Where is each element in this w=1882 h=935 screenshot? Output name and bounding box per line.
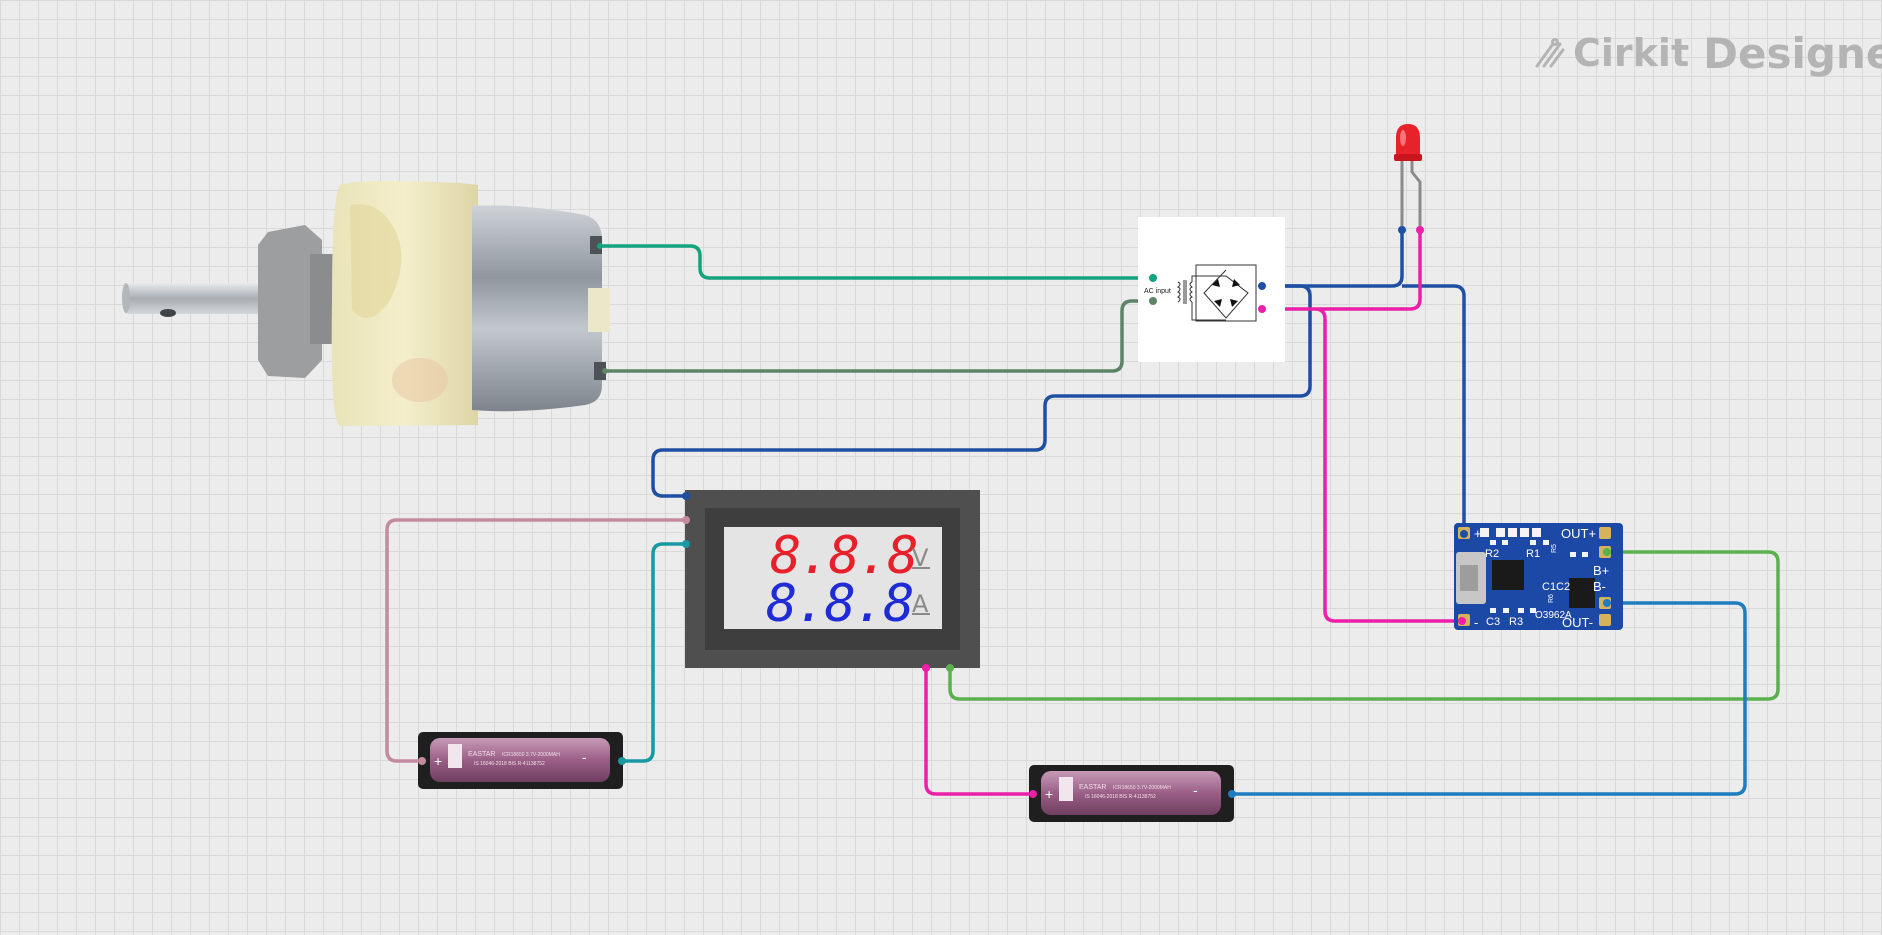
cirkit-logo-icon bbox=[1535, 38, 1565, 68]
charger-label-out-minus: OUT- bbox=[1562, 615, 1593, 630]
charger-in-minus-pin[interactable] bbox=[1458, 617, 1466, 625]
led-cathode-pin[interactable] bbox=[1398, 226, 1406, 234]
battery2-wrap-label bbox=[1059, 777, 1073, 801]
wire-rectifier-to-meter-navy[interactable] bbox=[651, 284, 1312, 498]
charger-label-r3: R3 bbox=[1509, 616, 1523, 628]
brand-suffix: Designer bbox=[1703, 28, 1882, 78]
meter-pin-pink[interactable] bbox=[682, 516, 690, 524]
led-anode-pin[interactable] bbox=[1416, 226, 1424, 234]
battery2-cell bbox=[1041, 771, 1221, 815]
rectifier-diodes bbox=[1212, 279, 1240, 307]
charger-label-ic: O3962A bbox=[1535, 610, 1572, 621]
charger-silkscreen: OUT+ B+ B- OUT- R2 R1 C1 C2 C3 R3 O3962A… bbox=[1474, 526, 1609, 630]
battery2-std: IS 16046-2018 BIS R-41138752 bbox=[1085, 794, 1156, 800]
battery2-minus-pin[interactable] bbox=[1228, 790, 1236, 798]
motor-shaft-end bbox=[122, 283, 130, 313]
rectifier-ac-pin-2[interactable] bbox=[1149, 297, 1157, 305]
wire-meter-to-charger-green[interactable] bbox=[948, 550, 1780, 701]
battery1-minus: - bbox=[582, 749, 587, 765]
battery1-cell bbox=[430, 738, 610, 782]
charger-label-c1: C1 bbox=[1542, 581, 1556, 593]
voltmeter-ammeter[interactable]: 8.8.8 V 8.8.8 A bbox=[682, 490, 980, 672]
meter-current-unit: A bbox=[912, 590, 929, 618]
meter-voltage-unit: V bbox=[912, 544, 929, 572]
tp4056-charger-module[interactable]: OUT+ B+ B- OUT- R2 R1 C1 C2 C3 R3 O3962A… bbox=[1454, 523, 1623, 630]
rectifier-dc-plus-pin[interactable] bbox=[1258, 282, 1266, 290]
motor-can bbox=[472, 205, 602, 412]
battery1-spec: ICR18650 3.7V-2000MAH bbox=[502, 752, 560, 758]
meter-voltage-digits: 8.8.8 bbox=[770, 526, 917, 586]
motor-terminal-top[interactable] bbox=[590, 236, 603, 254]
wire-rectifier-to-led-and-charger-navy[interactable] bbox=[1262, 230, 1466, 534]
battery1-plus-pin[interactable] bbox=[418, 757, 426, 765]
gearbox-stain-2 bbox=[392, 358, 448, 402]
red-led[interactable] bbox=[1394, 124, 1424, 234]
charger-label-b-plus: B+ bbox=[1593, 563, 1609, 578]
18650-battery-1[interactable]: + EASTAR ICR18650 3.7V-2000MAH IS 16046-… bbox=[418, 732, 626, 789]
led-highlight bbox=[1400, 130, 1406, 146]
battery2-plus-pin[interactable] bbox=[1029, 790, 1037, 798]
charger-b-plus-pin[interactable] bbox=[1603, 548, 1611, 556]
wire-meter-to-battery2-magenta[interactable] bbox=[924, 668, 1033, 796]
wire-rectifier-to-led-and-charger-magenta[interactable] bbox=[1262, 230, 1462, 623]
motor-shaft-hole bbox=[160, 309, 176, 317]
wire-motor-to-rectifier-top[interactable] bbox=[600, 244, 1153, 280]
charger-ic-1 bbox=[1492, 560, 1524, 590]
18650-battery-2[interactable]: + EASTAR ICR18650 3.7V-2000MAH IS 16046-… bbox=[1029, 765, 1236, 822]
charger-label-r5: R5 bbox=[1551, 544, 1558, 553]
charger-ic-2 bbox=[1569, 578, 1595, 608]
battery1-plus: + bbox=[434, 753, 442, 769]
meter-current-digits: 8.8.8 bbox=[766, 574, 913, 634]
gearbox-stain bbox=[350, 204, 402, 318]
charger-label-r1: R1 bbox=[1526, 548, 1540, 560]
motor-coupler-nut bbox=[258, 225, 322, 378]
charger-label-r6: R6 bbox=[1548, 594, 1555, 603]
charger-label-plus: + bbox=[1474, 526, 1482, 541]
rectifier-ac-pin-1[interactable] bbox=[1149, 274, 1157, 282]
battery1-std: IS 16046-2018 BIS R-41138752 bbox=[474, 761, 545, 767]
charger-smd-parts bbox=[1480, 528, 1588, 613]
rectifier-transformer-symbol bbox=[1177, 264, 1257, 322]
motor-can-cap bbox=[588, 288, 610, 332]
motor-coupler-base bbox=[310, 254, 336, 344]
meter-pin-navy[interactable] bbox=[682, 492, 690, 500]
meter-pin-cyan[interactable] bbox=[682, 540, 690, 548]
battery1-minus-pin[interactable] bbox=[618, 757, 626, 765]
rectifier-dc-minus-pin[interactable] bbox=[1258, 305, 1266, 313]
motor-shaft bbox=[124, 283, 274, 314]
motor-terminal-bottom[interactable] bbox=[594, 362, 608, 380]
charger-label-r2: R2 bbox=[1485, 548, 1499, 560]
brand-watermark: Cirkit Designer bbox=[1533, 28, 1882, 78]
battery1-wrap-label bbox=[448, 744, 462, 768]
battery2-plus: + bbox=[1045, 786, 1053, 802]
meter-pin-green[interactable] bbox=[946, 664, 954, 672]
wire-charger-to-battery2-blue[interactable] bbox=[1232, 601, 1747, 796]
charger-label-minus: - bbox=[1474, 615, 1478, 630]
gear-motor[interactable] bbox=[122, 180, 610, 426]
meter-screen bbox=[724, 527, 942, 629]
charger-label-c2: C2 bbox=[1556, 581, 1570, 593]
bridge-rectifier[interactable]: AC input bbox=[1138, 217, 1285, 362]
wire-meter-to-battery1-pink[interactable] bbox=[385, 518, 686, 763]
wire-motor-to-rectifier-bottom[interactable] bbox=[605, 299, 1153, 373]
meter-pin-magenta[interactable] bbox=[922, 664, 930, 672]
led-rim bbox=[1394, 154, 1422, 161]
battery2-minus: - bbox=[1193, 782, 1198, 798]
rectifier-ac-input-label: AC input bbox=[1144, 288, 1171, 295]
battery2-brand: EASTAR bbox=[1079, 784, 1107, 791]
wire-meter-to-battery1-cyan[interactable] bbox=[622, 542, 686, 763]
charger-b-minus-pin[interactable] bbox=[1603, 599, 1611, 607]
charger-label-out-plus: OUT+ bbox=[1561, 526, 1596, 541]
wires bbox=[385, 230, 1780, 796]
charger-label-b-minus: B- bbox=[1593, 579, 1606, 594]
battery2-spec: ICR18650 3.7V-2000MAH bbox=[1113, 785, 1171, 791]
brand-name: Cirkit bbox=[1573, 31, 1690, 75]
charger-in-plus-pin[interactable] bbox=[1460, 530, 1468, 538]
charger-label-c3: C3 bbox=[1486, 616, 1500, 628]
battery1-brand: EASTAR bbox=[468, 751, 496, 758]
